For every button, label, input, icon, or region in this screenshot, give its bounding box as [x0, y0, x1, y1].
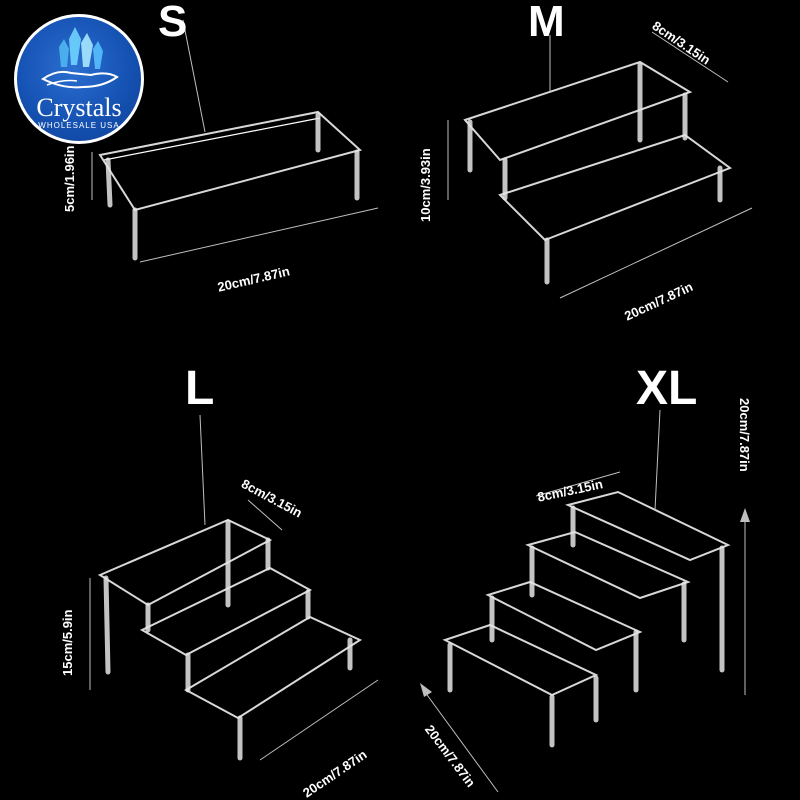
- dim-s-height: 5cm/1.96in: [62, 145, 77, 213]
- riser-m: [447, 31, 753, 299]
- brand-subtitle: WHOLESALE USA: [38, 121, 120, 130]
- dim-l-height: 15cm/5.9in: [60, 609, 75, 677]
- riser-l: [89, 414, 379, 761]
- dim-m-height: 10cm/3.93in: [418, 148, 433, 222]
- brand-logo: Crystals WHOLESALE USA: [14, 14, 144, 144]
- brand-name: Crystals: [36, 93, 122, 122]
- riser-xl: [420, 409, 750, 793]
- dim-xl-height: 20cm/7.87in: [737, 398, 752, 472]
- crystal-hand-icon: [41, 27, 119, 89]
- size-label-m: M: [528, 0, 565, 46]
- riser-s: [91, 19, 379, 263]
- size-label-xl: XL: [636, 362, 698, 415]
- size-label-s: S: [158, 0, 188, 46]
- size-label-l: L: [185, 362, 215, 415]
